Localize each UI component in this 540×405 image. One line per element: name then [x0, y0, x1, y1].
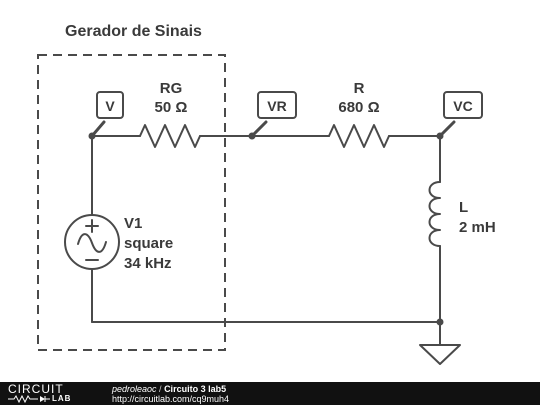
schematic-canvas: Gerador de Sinais V VR VC RG 50 Ω R 680 …: [37, 23, 496, 365]
resistor-rg: [139, 124, 201, 148]
logo-top-text: CIRCUIT: [8, 382, 64, 396]
box-title: Gerador de Sinais: [65, 23, 202, 40]
footer-title-line: pedroleaoc / Circuito 3 lab5: [112, 384, 229, 394]
logo-bottom-text: LAB: [52, 394, 72, 403]
circuitlab-logo[interactable]: CIRCUIT LAB: [8, 383, 104, 404]
rg-name: RG: [160, 80, 183, 97]
circuit-url[interactable]: http://circuitlab.com/cq9muh4: [112, 394, 230, 404]
probe-vr-lead: [250, 120, 268, 138]
probe-vr[interactable]: [257, 91, 297, 119]
inductor-l: [428, 181, 441, 247]
circuit-name[interactable]: Circuito 3 lab5: [164, 384, 227, 394]
resistor-r: [328, 124, 390, 148]
rg-value: 50 Ω: [155, 99, 188, 116]
l-name: L: [459, 199, 468, 216]
schematic-svg: Gerador de Sinais V VR VC RG 50 Ω R 680 …: [37, 23, 496, 365]
probe-vc-label: VC: [453, 98, 472, 114]
junction-ground: [436, 318, 444, 326]
v1-wave: square: [124, 235, 173, 252]
r-name: R: [354, 80, 365, 97]
l-value: 2 mH: [459, 219, 496, 236]
v1-name: V1: [124, 215, 142, 232]
logo-resistor-icon: [8, 395, 50, 404]
ground-icon: [419, 344, 461, 365]
signal-generator-box: [37, 54, 226, 351]
title-separator: /: [156, 384, 165, 394]
r-value: 680 Ω: [338, 99, 379, 116]
probe-vc[interactable]: [443, 91, 483, 119]
source-wave-icon: [77, 233, 107, 253]
footer-meta: pedroleaoc / Circuito 3 lab5 http://circ…: [112, 384, 229, 404]
probe-vr-label: VR: [267, 98, 286, 114]
author-link[interactable]: pedroleaoc: [112, 384, 157, 394]
probe-vc-lead: [438, 120, 456, 138]
probe-v[interactable]: [96, 91, 124, 119]
v1-freq: 34 kHz: [124, 255, 172, 272]
probe-v-lead: [90, 120, 106, 138]
footer-bar: CIRCUIT LAB pedroleaoc / Circuito 3 lab5…: [0, 382, 540, 405]
probe-v-label: V: [105, 98, 115, 114]
